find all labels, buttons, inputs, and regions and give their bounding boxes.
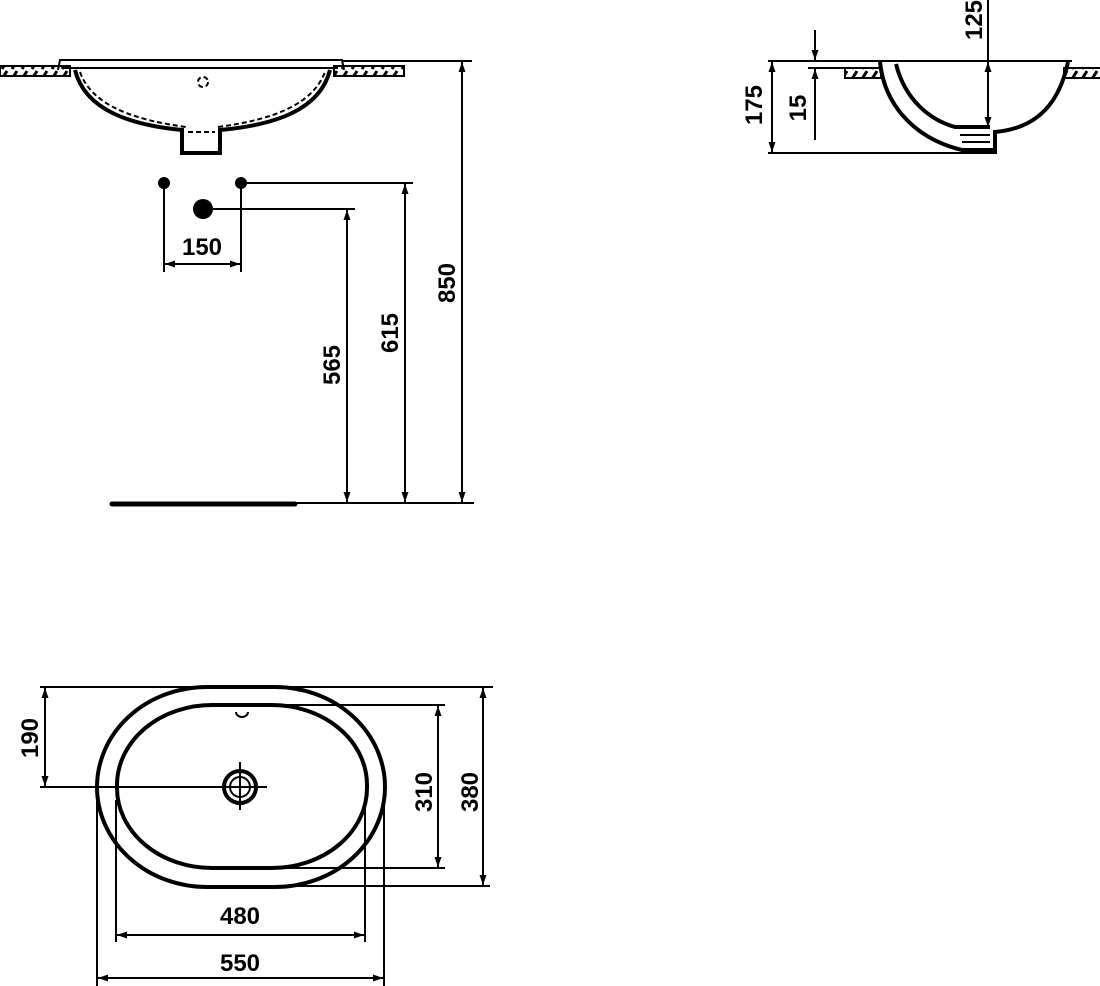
label-380: 380	[457, 772, 484, 812]
basin-section	[878, 61, 1070, 152]
countertop-right	[333, 65, 405, 77]
countertop-left	[0, 65, 71, 77]
countertop-left	[844, 67, 882, 79]
front-elevation: 150 565 615 850	[0, 59, 474, 507]
label-150: 150	[182, 234, 222, 261]
label-175: 175	[741, 85, 768, 125]
basin-rim	[57, 59, 345, 71]
side-section: 175 15 125	[741, 0, 1100, 154]
basin-bowl	[73, 69, 332, 155]
countertop-right	[1063, 67, 1100, 79]
overflow-icon	[197, 76, 209, 88]
label-125: 125	[961, 0, 988, 40]
label-565: 565	[319, 345, 346, 385]
label-190: 190	[17, 718, 44, 758]
label-480: 480	[220, 903, 260, 930]
label-550: 550	[220, 950, 260, 977]
overflow-icon	[235, 711, 249, 718]
plan-view: 190 310 380 480 550	[17, 685, 493, 986]
label-15: 15	[785, 95, 812, 122]
label-310: 310	[411, 772, 438, 812]
label-615: 615	[377, 313, 404, 353]
label-850: 850	[434, 263, 461, 303]
